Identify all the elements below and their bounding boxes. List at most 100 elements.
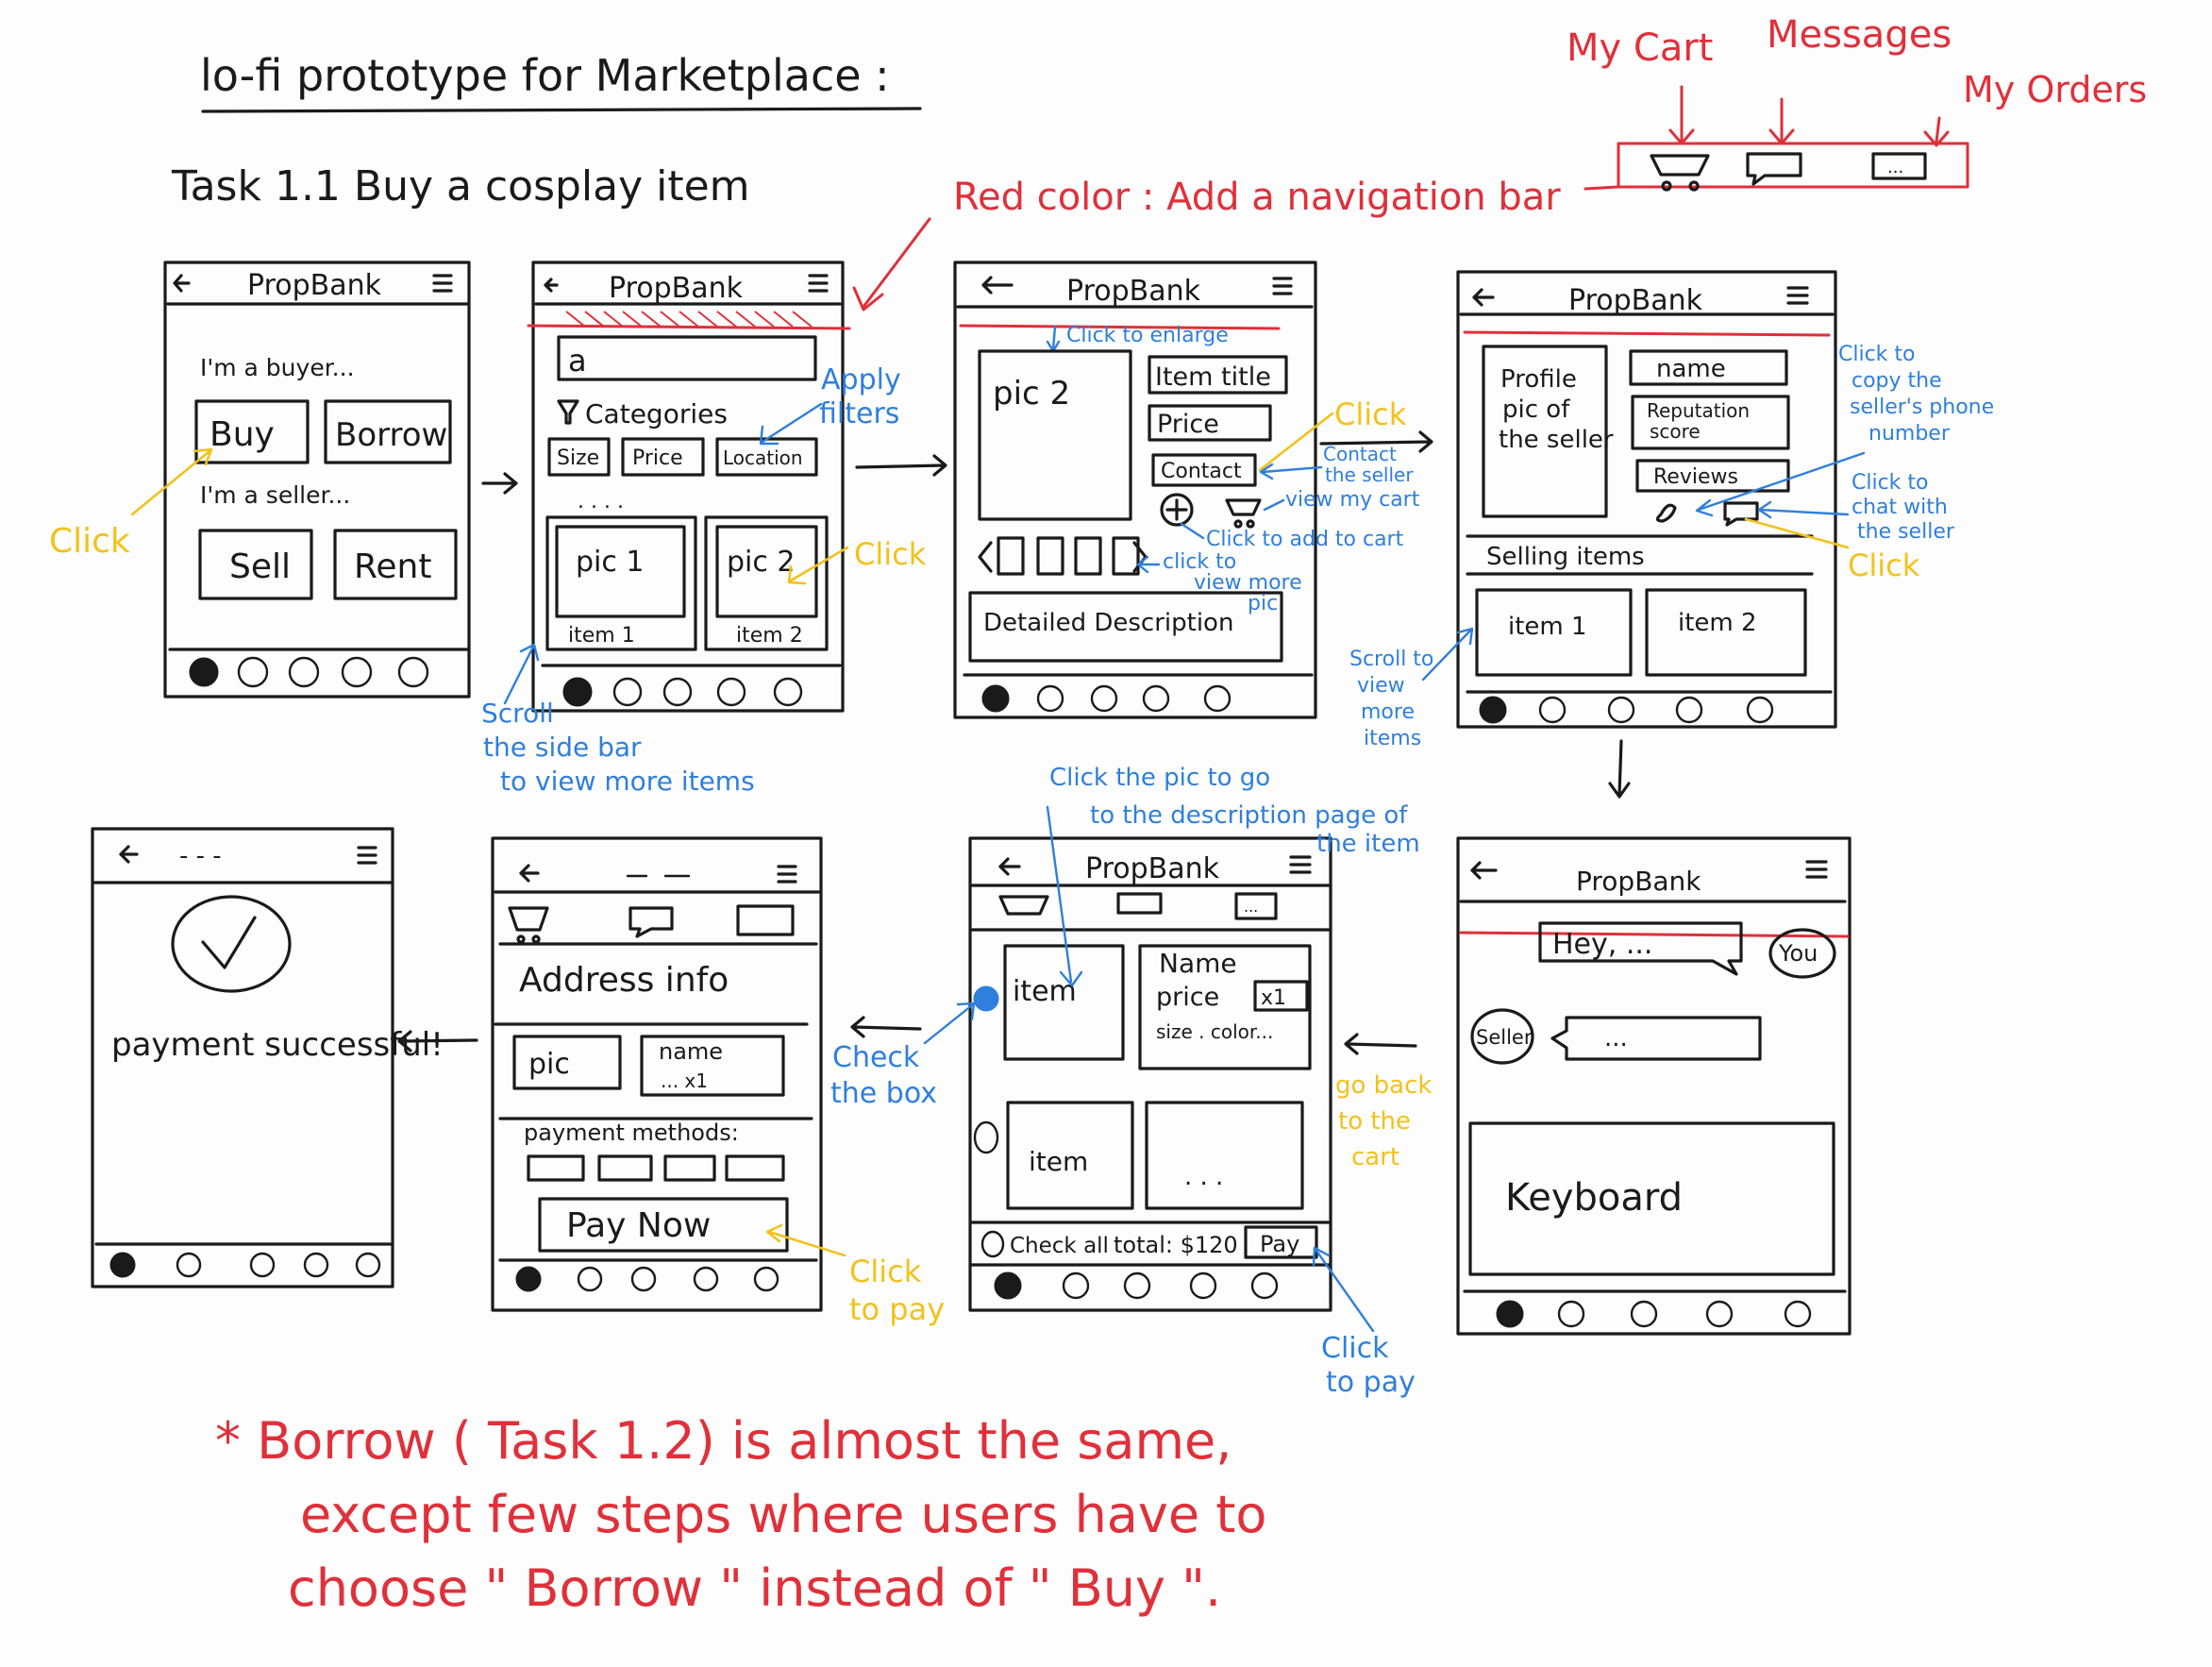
selling-item-2[interactable] bbox=[1645, 588, 1807, 677]
back-arrow-icon[interactable] bbox=[998, 857, 1021, 876]
cart-icon[interactable] bbox=[1225, 498, 1262, 529]
back-arrow-icon[interactable] bbox=[519, 864, 540, 883]
back-arrow-icon[interactable] bbox=[119, 845, 139, 864]
tab-dot[interactable] bbox=[1036, 684, 1064, 713]
menu-icon[interactable] bbox=[1289, 855, 1312, 874]
tab-dot-active[interactable] bbox=[1496, 1300, 1524, 1328]
tab-dot[interactable] bbox=[355, 1252, 381, 1278]
main-pic[interactable] bbox=[978, 349, 1132, 521]
chat-icon[interactable] bbox=[1116, 892, 1163, 915]
item-card-1[interactable] bbox=[545, 515, 697, 651]
qty-box[interactable] bbox=[1253, 980, 1309, 1012]
menu-icon[interactable] bbox=[1786, 286, 1809, 305]
tab-dot[interactable] bbox=[1705, 1300, 1734, 1328]
tab-dot[interactable] bbox=[303, 1252, 329, 1278]
menu-icon[interactable] bbox=[808, 274, 829, 293]
tab-dot[interactable] bbox=[1250, 1271, 1279, 1300]
tab-dot-active[interactable] bbox=[981, 684, 1010, 713]
filter-price[interactable] bbox=[621, 437, 705, 477]
payment-method-option[interactable] bbox=[663, 1154, 716, 1182]
cart-item-pic[interactable] bbox=[1006, 1101, 1134, 1210]
selling-item-1[interactable] bbox=[1475, 588, 1633, 677]
orders-icon[interactable] bbox=[1234, 892, 1278, 920]
tab-dot[interactable] bbox=[1746, 696, 1774, 724]
back-arrow-icon[interactable] bbox=[1472, 288, 1495, 307]
back-arrow-icon[interactable] bbox=[981, 276, 1014, 295]
menu-icon[interactable] bbox=[432, 274, 453, 293]
tab-dot[interactable] bbox=[693, 1266, 719, 1292]
search-input[interactable] bbox=[557, 335, 817, 381]
tab-dot[interactable] bbox=[1675, 696, 1703, 724]
payment-method-option[interactable] bbox=[597, 1154, 653, 1182]
filter-icon[interactable] bbox=[557, 399, 579, 425]
cart-icon[interactable] bbox=[998, 895, 1049, 916]
back-arrow-icon[interactable] bbox=[1470, 861, 1498, 880]
back-arrow-icon[interactable] bbox=[173, 274, 191, 293]
tab-dot[interactable] bbox=[716, 677, 746, 707]
tab-dot[interactable] bbox=[1607, 696, 1635, 724]
menu-icon[interactable] bbox=[1272, 277, 1293, 295]
tab-dot-active[interactable] bbox=[109, 1252, 136, 1278]
tab-dot-active[interactable] bbox=[562, 677, 593, 707]
contact-button[interactable] bbox=[1151, 453, 1257, 487]
item-checkbox[interactable] bbox=[973, 1120, 999, 1154]
tab-dot[interactable] bbox=[612, 677, 643, 707]
tab-dot-active[interactable] bbox=[515, 1266, 542, 1292]
back-arrow-icon[interactable] bbox=[544, 278, 559, 293]
keyboard-area[interactable] bbox=[1468, 1121, 1835, 1276]
add-to-cart-icon[interactable] bbox=[1160, 493, 1194, 527]
thumbnail[interactable] bbox=[1112, 536, 1140, 576]
tab-dot[interactable] bbox=[1189, 1271, 1217, 1300]
tab-dot[interactable] bbox=[773, 677, 803, 707]
tab-dot[interactable] bbox=[1557, 1300, 1585, 1328]
tab-dot[interactable] bbox=[753, 1266, 779, 1292]
tab-dot[interactable] bbox=[630, 1266, 657, 1292]
chevron-right-icon[interactable] bbox=[1132, 541, 1148, 573]
tab-dot-active[interactable] bbox=[1479, 696, 1507, 724]
tab-dot[interactable] bbox=[1090, 684, 1118, 713]
borrow-button[interactable] bbox=[324, 399, 452, 464]
tab-dot[interactable] bbox=[288, 656, 320, 688]
buy-button[interactable] bbox=[194, 399, 310, 464]
tab-dot[interactable] bbox=[397, 656, 429, 688]
sell-button[interactable] bbox=[198, 529, 313, 600]
tab-dot-active[interactable] bbox=[189, 657, 219, 687]
tab-dot[interactable] bbox=[662, 677, 693, 707]
tab-dot[interactable] bbox=[1203, 684, 1232, 713]
tab-dot[interactable] bbox=[1630, 1300, 1658, 1328]
filter-size[interactable] bbox=[547, 437, 611, 477]
chat-icon[interactable] bbox=[1723, 501, 1759, 527]
pay-button[interactable] bbox=[1244, 1225, 1318, 1259]
thumbnail[interactable] bbox=[1074, 536, 1102, 576]
chat-icon[interactable] bbox=[628, 906, 674, 938]
menu-icon[interactable] bbox=[357, 846, 377, 865]
thumbnail[interactable] bbox=[1036, 536, 1064, 576]
menu-icon[interactable] bbox=[1805, 860, 1828, 879]
tab-dot[interactable] bbox=[1062, 1271, 1090, 1300]
payment-method-option[interactable] bbox=[527, 1154, 585, 1182]
tab-dot[interactable] bbox=[1142, 684, 1170, 713]
tab-dot[interactable] bbox=[1784, 1300, 1812, 1328]
tab-dot[interactable] bbox=[341, 656, 373, 688]
tab-dot[interactable] bbox=[249, 1252, 276, 1278]
cart-item-pic[interactable] bbox=[1003, 944, 1125, 1061]
item-card-2[interactable] bbox=[704, 515, 829, 651]
phone-icon[interactable] bbox=[1655, 503, 1677, 523]
orders-icon-active[interactable] bbox=[736, 904, 795, 936]
menu-icon[interactable] bbox=[777, 865, 797, 884]
thumbnail[interactable] bbox=[997, 536, 1025, 576]
reviews-button[interactable] bbox=[1635, 459, 1790, 493]
tab-dot[interactable] bbox=[176, 1252, 202, 1278]
cart-icon[interactable] bbox=[508, 906, 549, 944]
pay-now-button[interactable] bbox=[538, 1197, 789, 1253]
tab-dot[interactable] bbox=[237, 656, 269, 688]
check-all-checkbox[interactable] bbox=[980, 1230, 1005, 1258]
tab-dot[interactable] bbox=[577, 1266, 603, 1292]
rent-button[interactable] bbox=[333, 529, 458, 600]
tab-dot[interactable] bbox=[1123, 1271, 1151, 1300]
item-checkbox-checked[interactable] bbox=[973, 985, 999, 1012]
payment-method-option[interactable] bbox=[725, 1154, 785, 1182]
tab-dot-active[interactable] bbox=[994, 1271, 1022, 1300]
tab-dot[interactable] bbox=[1538, 696, 1567, 724]
chevron-left-icon[interactable] bbox=[978, 541, 993, 573]
